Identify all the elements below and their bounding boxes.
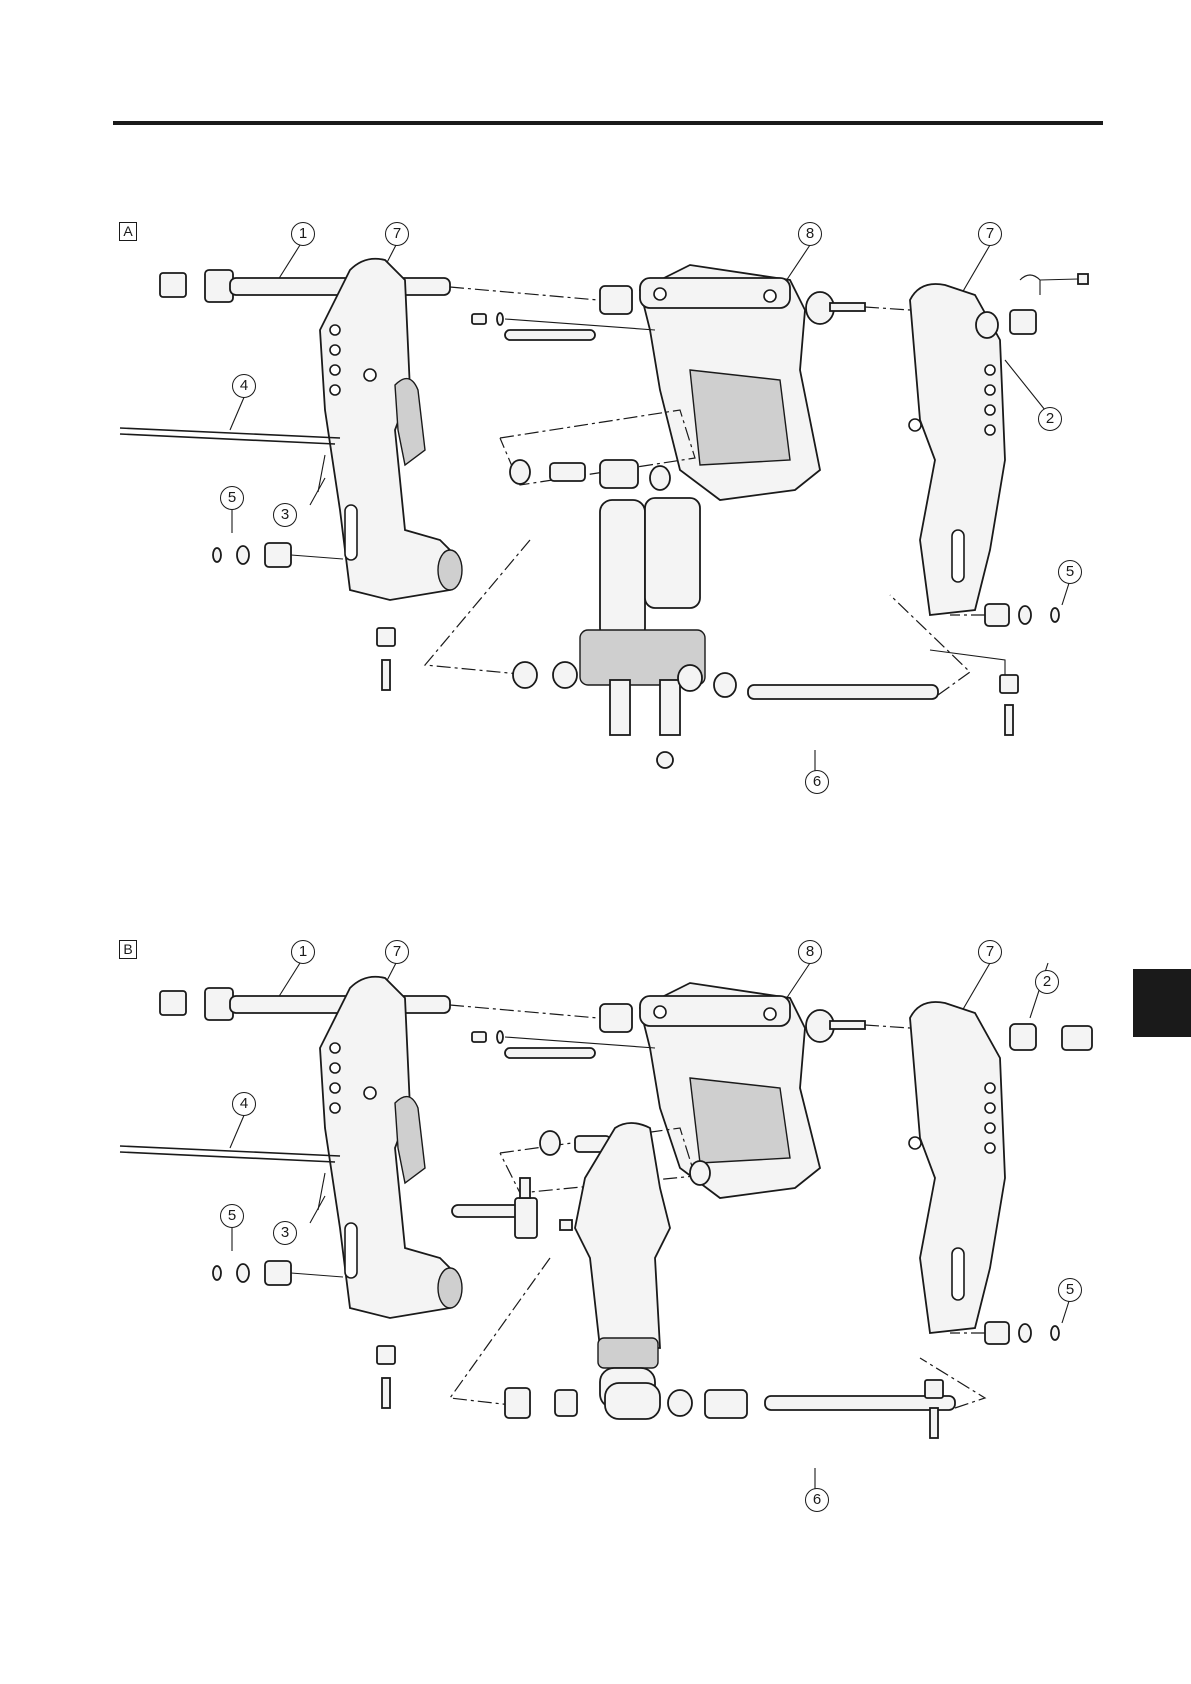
callout-5-right: 5 — [1058, 560, 1082, 584]
exploded-view-b: B 1 7 8 7 2 4 5 3 5 6 — [0, 928, 1191, 1568]
callout-5-right: 5 — [1058, 1278, 1082, 1302]
header-rule — [113, 121, 1103, 125]
callout-5-left: 5 — [220, 1204, 244, 1228]
callout-8: 8 — [798, 222, 822, 246]
callout-1: 1 — [291, 940, 315, 964]
callout-7-right: 7 — [978, 222, 1002, 246]
callout-5-left: 5 — [220, 486, 244, 510]
callout-2: 2 — [1035, 970, 1059, 994]
callout-7-left: 7 — [385, 222, 409, 246]
exploded-view-a: A 1 7 8 7 4 2 5 3 5 6 — [0, 210, 1191, 850]
callout-1: 1 — [291, 222, 315, 246]
exploded-parts-drawing-b — [0, 928, 1191, 1568]
callout-6: 6 — [805, 770, 829, 794]
callout-3: 3 — [273, 503, 297, 527]
callout-3: 3 — [273, 1221, 297, 1245]
exploded-parts-drawing-a — [0, 210, 1191, 850]
callout-4: 4 — [232, 374, 256, 398]
section-marker-b: B — [119, 940, 137, 959]
callout-6: 6 — [805, 1488, 829, 1512]
section-marker-a: A — [119, 222, 137, 241]
callout-2: 2 — [1038, 407, 1062, 431]
callout-7-left: 7 — [385, 940, 409, 964]
callout-8: 8 — [798, 940, 822, 964]
callout-4: 4 — [232, 1092, 256, 1116]
callout-7-right: 7 — [978, 940, 1002, 964]
